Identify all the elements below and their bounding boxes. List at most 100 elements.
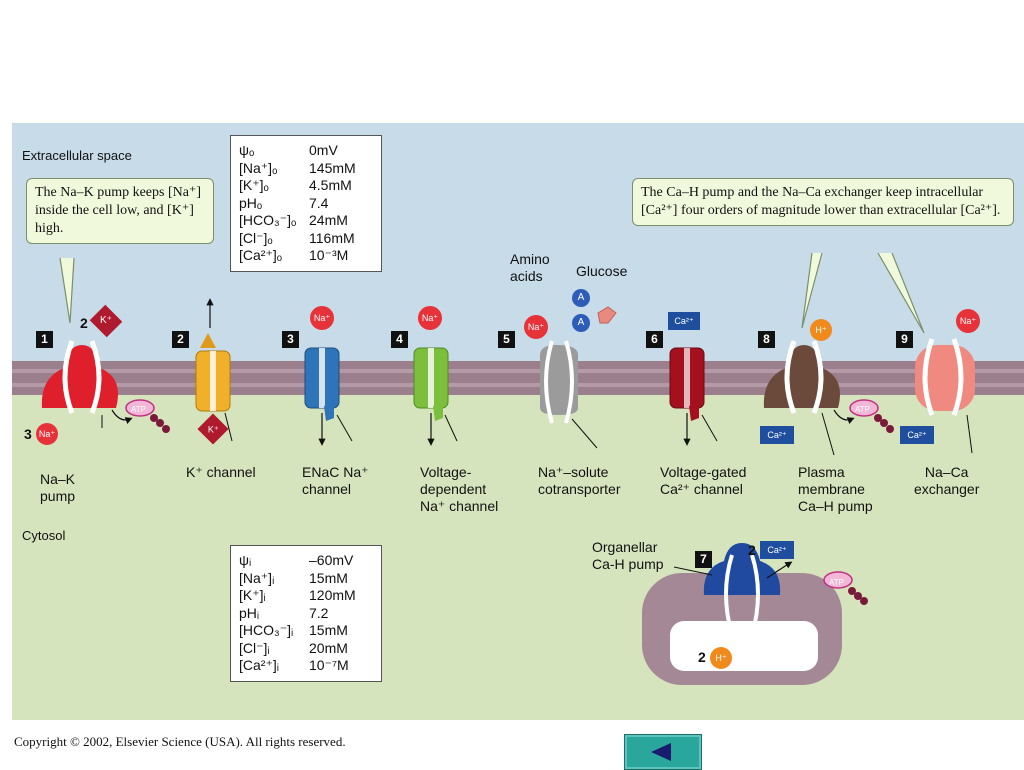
- cytosol-region: [12, 363, 1024, 720]
- concentration-name: [Na⁺]ₒ: [239, 159, 278, 176]
- cotransporter-shape: [540, 306, 617, 449]
- number-7: 7: [695, 551, 712, 568]
- concentration-value: 24mM: [309, 212, 348, 228]
- number-8: 8: [758, 331, 775, 348]
- concentration-value: 0mV: [309, 142, 338, 158]
- stoich-k: 2: [80, 315, 88, 331]
- concentration-row: ψᵢ –60mV: [239, 552, 373, 570]
- na-k-pump-shape: [41, 340, 118, 414]
- na-ion-5: Na⁺: [524, 315, 548, 339]
- plasma-membrane: [12, 361, 1024, 395]
- callout-ca-pump: The Ca–H pump and the Na–Ca exchanger ke…: [632, 178, 1014, 226]
- concentration-name: [Ca²⁺]ₒ: [239, 247, 283, 263]
- label-enac: ENaC Na⁺ channel: [302, 464, 369, 497]
- concentration-name: pHₒ: [239, 194, 263, 211]
- cytosol-label: Cytosol: [22, 528, 66, 543]
- ca-ion-6: Ca²⁺: [668, 312, 700, 330]
- enac-shape: [304, 347, 353, 446]
- concentration-value: 7.2: [309, 604, 329, 621]
- concentration-name: pHᵢ: [239, 604, 260, 621]
- concentration-value: 4.5mM: [309, 177, 352, 193]
- concentration-value: 120mM: [309, 587, 356, 603]
- h-ion-8: H⁺: [810, 319, 832, 341]
- concentration-name: [Ca²⁺]ᵢ: [239, 657, 279, 673]
- back-button[interactable]: [624, 734, 702, 770]
- number-9: 9: [896, 331, 913, 348]
- k-channel-shape: [195, 298, 233, 442]
- concentration-row: pHᵢ 7.2: [239, 605, 373, 623]
- label-amino-acids: Amino acids: [510, 251, 550, 284]
- concentration-name: [K⁺]ᵢ: [239, 587, 266, 603]
- nav-channel-shape: [413, 347, 458, 446]
- atp-1: ATP: [131, 405, 146, 414]
- concentration-value: 10⁻⁷M: [309, 657, 349, 673]
- number-5: 5: [498, 331, 515, 348]
- concentration-value: 20mM: [309, 639, 348, 656]
- number-6: 6: [646, 331, 663, 348]
- copyright-text: Copyright © 2002, Elsevier Science (USA)…: [14, 734, 346, 749]
- concentration-name: [K⁺]ₒ: [239, 177, 269, 193]
- exchanger-shape: [915, 338, 975, 454]
- concentration-row: [K⁺]ₒ 4.5mM: [239, 177, 373, 195]
- number-3: 3: [282, 331, 299, 348]
- concentration-row: [Ca²⁺]ᵢ 10⁻⁷M: [239, 657, 373, 675]
- pmca-shape: [763, 340, 894, 456]
- concentration-row: [Cl⁻]ᵢ 20mM: [239, 640, 373, 658]
- back-arrow-icon: [651, 743, 671, 761]
- amino-acid-1: A: [572, 289, 590, 307]
- stoich-ca-7: 2: [748, 542, 756, 558]
- concentration-value: 10⁻³M: [309, 247, 349, 263]
- ca-ion-7: Ca²⁺: [760, 541, 794, 559]
- label-organellar-pump: Organellar Ca-H pump: [592, 539, 664, 572]
- concentration-row: [HCO₃⁻]ₒ 24mM: [239, 212, 373, 230]
- concentration-name: [HCO₃⁻]ₒ: [239, 212, 297, 228]
- h-ion-7: H⁺: [710, 647, 732, 669]
- diagram-figure: Extracellular space Cytosol The Na–K pum…: [12, 123, 1024, 720]
- concentration-name: [Cl⁻]ᵢ: [239, 639, 270, 656]
- organelle-shape: [642, 543, 868, 685]
- concentration-row: [Na⁺]ₒ 145mM: [239, 160, 373, 178]
- ca-ion-9: Ca²⁺: [900, 426, 934, 444]
- stoich-na: 3: [24, 426, 32, 442]
- extracellular-label: Extracellular space: [22, 148, 132, 163]
- concentration-value: 15mM: [309, 622, 348, 638]
- label-na-k-pump: Na–K pump: [40, 471, 76, 504]
- callout-na-k-pump: The Na–K pump keeps [Na⁺] inside the cel…: [26, 178, 214, 244]
- number-4: 4: [391, 331, 408, 348]
- na-ion-3: Na⁺: [310, 306, 334, 330]
- concentration-value: 7.4: [309, 194, 329, 211]
- label-glucose: Glucose: [576, 263, 628, 279]
- label-nav: Voltage- dependent Na⁺ channel: [420, 464, 499, 514]
- stoich-h-7: 2: [698, 649, 706, 665]
- concentration-name: ψᵢ: [239, 552, 252, 568]
- atp-7: ATP: [829, 578, 844, 587]
- na-ion-1: Na⁺: [36, 423, 58, 445]
- label-pmca: Plasma membrane Ca–H pump: [798, 464, 873, 514]
- concentration-name: [Cl⁻]ₒ: [239, 229, 273, 246]
- concentration-value: 145mM: [309, 159, 356, 176]
- number-2: 2: [172, 331, 189, 348]
- ca-ion-8: Ca²⁺: [760, 426, 794, 444]
- concentration-value: 15mM: [309, 569, 348, 586]
- amino-acid-2: A: [572, 314, 590, 332]
- label-exchanger: Na–Ca exchanger: [914, 464, 980, 497]
- concentration-row: ψₒ 0mV: [239, 142, 373, 160]
- na-ion-9: Na⁺: [956, 309, 980, 333]
- concentration-row: [Ca²⁺]ₒ 10⁻³M: [239, 247, 373, 265]
- label-cotransporter: Na⁺–solute cotransporter: [538, 464, 621, 497]
- number-1: 1: [36, 331, 53, 348]
- na-ion-4: Na⁺: [418, 306, 442, 330]
- ca-channel-shape: [669, 347, 718, 446]
- concentration-value: –60mV: [309, 552, 354, 568]
- atp-1-shape: [111, 399, 170, 433]
- concentration-row: pHₒ 7.4: [239, 195, 373, 213]
- diagram-svg: [12, 123, 1024, 720]
- atp-8: ATP: [855, 405, 870, 414]
- label-k-channel: K⁺ channel: [186, 464, 256, 480]
- concentration-name: ψₒ: [239, 142, 255, 158]
